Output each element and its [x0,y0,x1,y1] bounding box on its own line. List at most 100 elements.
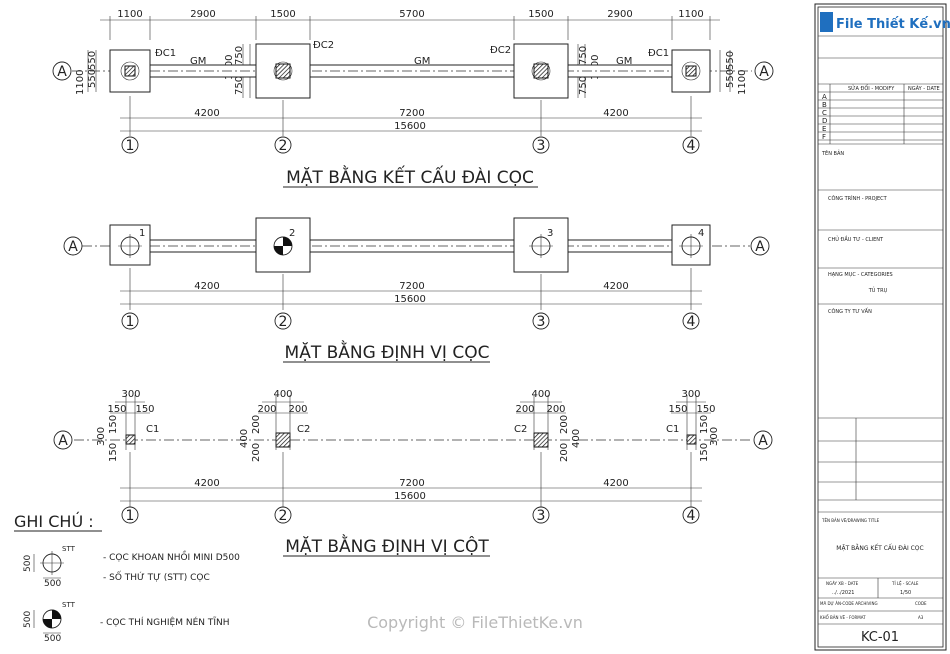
dim-400-v2: 400 [571,429,582,448]
svg-text:1100: 1100 [737,70,748,95]
date-label: NGÀY XB - DATE [826,581,859,586]
scale-label: TỈ LỆ - SCALE [891,581,919,586]
axis-1: 1 [126,138,135,154]
pile-num-3: 3 [547,228,553,239]
dim-top-2: 2900 [190,9,215,20]
axis-1-c: 1 [126,508,135,524]
label-gm-1: GM [190,56,206,67]
pile-num-4: 4 [698,228,704,239]
dim-150-f: 150 [696,404,715,415]
axis-4-b: 4 [687,314,696,330]
span-1-2: 4200 [194,108,219,119]
span-2-3-c: 7200 [399,478,424,489]
plan-column-location: 300 150 150 300 150 150 C1 400 200 200 4… [53,389,773,557]
legend-stt-1: STT [62,545,76,553]
legend-size-3: 500 [23,611,33,628]
legend-heading: GHI CHÚ : [14,512,94,531]
label-gm-2: GM [414,56,430,67]
dim-top-3: 1500 [270,9,295,20]
dim-400-v: 400 [239,429,250,448]
axis-3: 3 [537,138,546,154]
span-total-c: 15600 [394,491,426,502]
dim-200-a: 200 [257,404,276,415]
dim-200-c: 200 [251,415,262,434]
span-total: 15600 [394,121,426,132]
axis-3-c: 3 [537,508,546,524]
ten-ban-label: TÊN BẢN [821,149,844,157]
axis-a-right-3: A [758,433,768,449]
dim-200-b: 200 [288,404,307,415]
label-dc2-right: ĐC2 [490,45,511,56]
svg-text:750: 750 [234,46,245,65]
drawing-title-label: TÊN BẢN VẼ/DRAWING TITLE [821,518,880,523]
legend-size-2: 500 [44,579,61,589]
span-3-4: 4200 [603,108,628,119]
plan-pile-location: 1 2 3 4 A A 4200 7200 4200 15600 1 2 3 4… [63,217,770,363]
legend-item-2: - SỐ THỨ TỰ (STT) CỌC [103,570,210,583]
axis-a-left: A [57,64,67,80]
dim-300-c1l: 300 [121,389,140,400]
legend-item-1: - CỌC KHOAN NHỒI MINI D500 [103,550,240,563]
dim-top-1: 1100 [117,9,142,20]
axis-1-b: 1 [126,314,135,330]
project-label: CÔNG TRÌNH - PROJECT [828,195,888,202]
span-2-3: 7200 [399,108,424,119]
axis-3-b: 3 [537,314,546,330]
title-block: File Thiết Kế.vn SỬA ĐỔI - MODIFY NGÀY -… [814,3,950,651]
watermark: Copyright © FileThietKe.vn [367,613,583,632]
scale-value: 1/50 [900,590,911,596]
axis-2-b: 2 [279,314,288,330]
dim-200-e: 200 [515,404,534,415]
dim-left-side: 1100 550 550 [75,51,98,95]
svg-text:1100: 1100 [75,70,86,95]
dim-300-c1r: 300 [681,389,700,400]
dim-200-h: 200 [559,443,570,462]
category-value: TỦ TRỤ [868,286,888,294]
svg-text:550: 550 [87,51,98,70]
dim-top-7: 1100 [678,9,703,20]
label-c1-left: C1 [146,424,159,435]
label-dc2-left: ĐC2 [313,40,334,51]
dim-150-a: 150 [107,404,126,415]
legend-size-4: 500 [44,634,61,644]
dim-200-d: 200 [251,443,262,462]
span-3-4-c: 4200 [603,478,628,489]
dim-300-v2: 300 [709,427,720,446]
axis-a-right-2: A [755,239,765,255]
rev-header-date: NGÀY - DATE [908,85,940,92]
svg-text:550: 550 [87,69,98,88]
plan3-title: MẶT BẰNG ĐỊNH VỊ CỘT [285,533,489,557]
axis-2: 2 [279,138,288,154]
axis-a-left-2: A [68,239,78,255]
code-label: MÃ DỰ ÁN-CODE ARCHIVING [820,601,878,606]
dim-top-4: 5700 [399,9,424,20]
label-c1-right: C1 [666,424,679,435]
label-c2-left: C2 [297,424,310,435]
column-c1-left [125,434,136,445]
plan2-title: MẶT BẰNG ĐỊNH VỊ CỌC [285,339,490,363]
legend-size-1: 500 [23,555,33,572]
dim-top-5: 1500 [528,9,553,20]
legend-item-3: - CỌC THÍ NGHIỆM NÉN TĨNH [100,616,230,628]
dim-150-h: 150 [699,443,710,462]
client-label: CHỦ ĐẦU TƯ - CLIENT [828,235,884,243]
span-3-4-b: 4200 [603,281,628,292]
format-label: KHỔ BẢN VẼ - FORMAT [820,615,866,620]
dim-150-d: 150 [108,443,119,462]
dim-400-c2r: 400 [531,389,550,400]
svg-text:550: 550 [725,69,736,88]
date-value: ../../2021 [832,590,854,596]
dim-300-c1l-v: 300 [96,427,107,446]
logo-text: File Thiết Kế.vn [836,17,950,32]
legend-stt-2: STT [62,601,76,609]
pile-cap-4 [671,49,711,93]
rev-header-modify: SỬA ĐỔI - MODIFY [848,84,895,92]
consultant-label: CÔNG TY TƯ VẤN [828,307,872,315]
label-dc1-right: ĐC1 [648,48,669,59]
legend: GHI CHÚ : STT 500 500 - CỌC KHOAN NHỒI M… [14,512,240,644]
label-gm-3: GM [616,56,632,67]
axis-a-left-3: A [58,433,68,449]
code-value: CODE [915,601,927,606]
rev-d: D [822,117,827,125]
